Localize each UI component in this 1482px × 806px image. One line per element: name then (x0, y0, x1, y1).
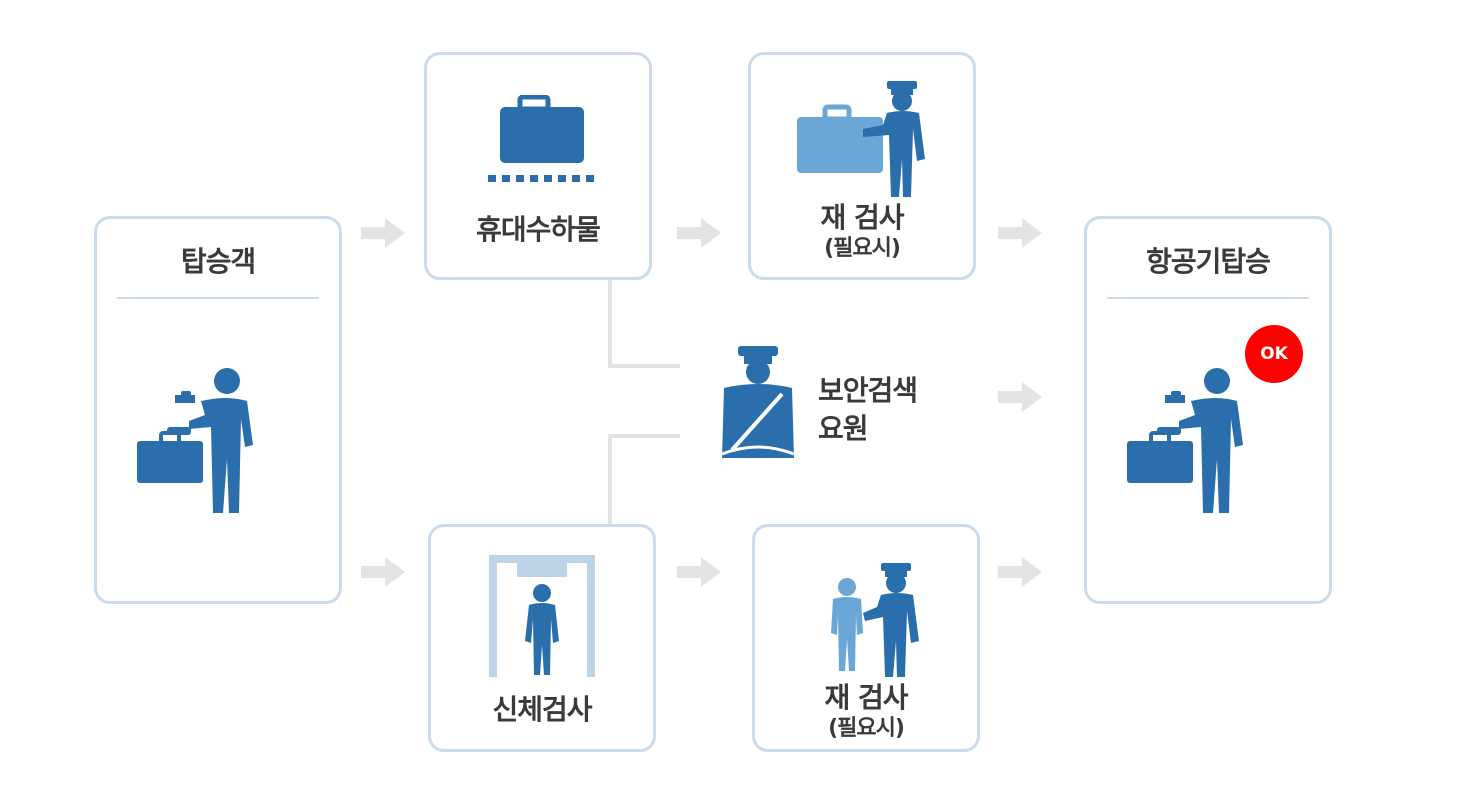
carry-on-baggage-card: 휴대수하물 (424, 52, 652, 280)
body-recheck-card: 재 검사 (필요시) (752, 524, 980, 752)
body-recheck-note: (필요시) (828, 716, 905, 741)
arrow-right-icon (677, 557, 721, 587)
body-recheck-title: 재 검사 (824, 681, 908, 714)
baggage-recheck-title: 재 검사 (820, 201, 904, 234)
arrow-right-icon (998, 557, 1042, 587)
baggage-inspection-officer-icon (797, 81, 925, 197)
security-staff-line1: 보안검색 (818, 374, 918, 407)
arrow-right-icon (677, 218, 721, 248)
connector-line (608, 364, 680, 368)
divider (1107, 297, 1309, 299)
briefcase-on-conveyor-icon (488, 95, 594, 182)
baggage-recheck-card: 재 검사 (필요시) (748, 52, 976, 280)
ok-badge: OK (1245, 325, 1303, 383)
security-staff-line2: 요원 (818, 412, 869, 445)
connector-line (608, 280, 612, 368)
passenger-with-luggage-icon (1127, 368, 1243, 513)
security-staff-label: 보안검색 요원 (818, 372, 918, 448)
body-check-card: 신체검사 (428, 524, 656, 752)
connector-line (608, 434, 612, 526)
passenger-title: 탑승객 (180, 245, 256, 278)
carry-on-baggage-title: 휴대수하물 (476, 213, 601, 246)
arrow-right-icon (998, 218, 1042, 248)
security-officer-icon (721, 346, 795, 458)
baggage-recheck-note: (필요시) (824, 236, 901, 261)
divider (117, 297, 319, 299)
arrow-right-icon (998, 382, 1042, 412)
boarding-card: 항공기탑승 OK (1084, 216, 1332, 604)
passenger-with-luggage-icon (137, 368, 253, 513)
passenger-card: 탑승객 (94, 216, 342, 604)
arrow-right-icon (361, 218, 405, 248)
connector-line (608, 434, 680, 438)
boarding-title: 항공기탑승 (1146, 245, 1271, 278)
body-inspection-officer-icon (831, 563, 919, 677)
arrow-right-icon (361, 557, 405, 587)
body-check-title: 신체검사 (492, 693, 592, 726)
metal-detector-gate-icon (489, 555, 595, 677)
